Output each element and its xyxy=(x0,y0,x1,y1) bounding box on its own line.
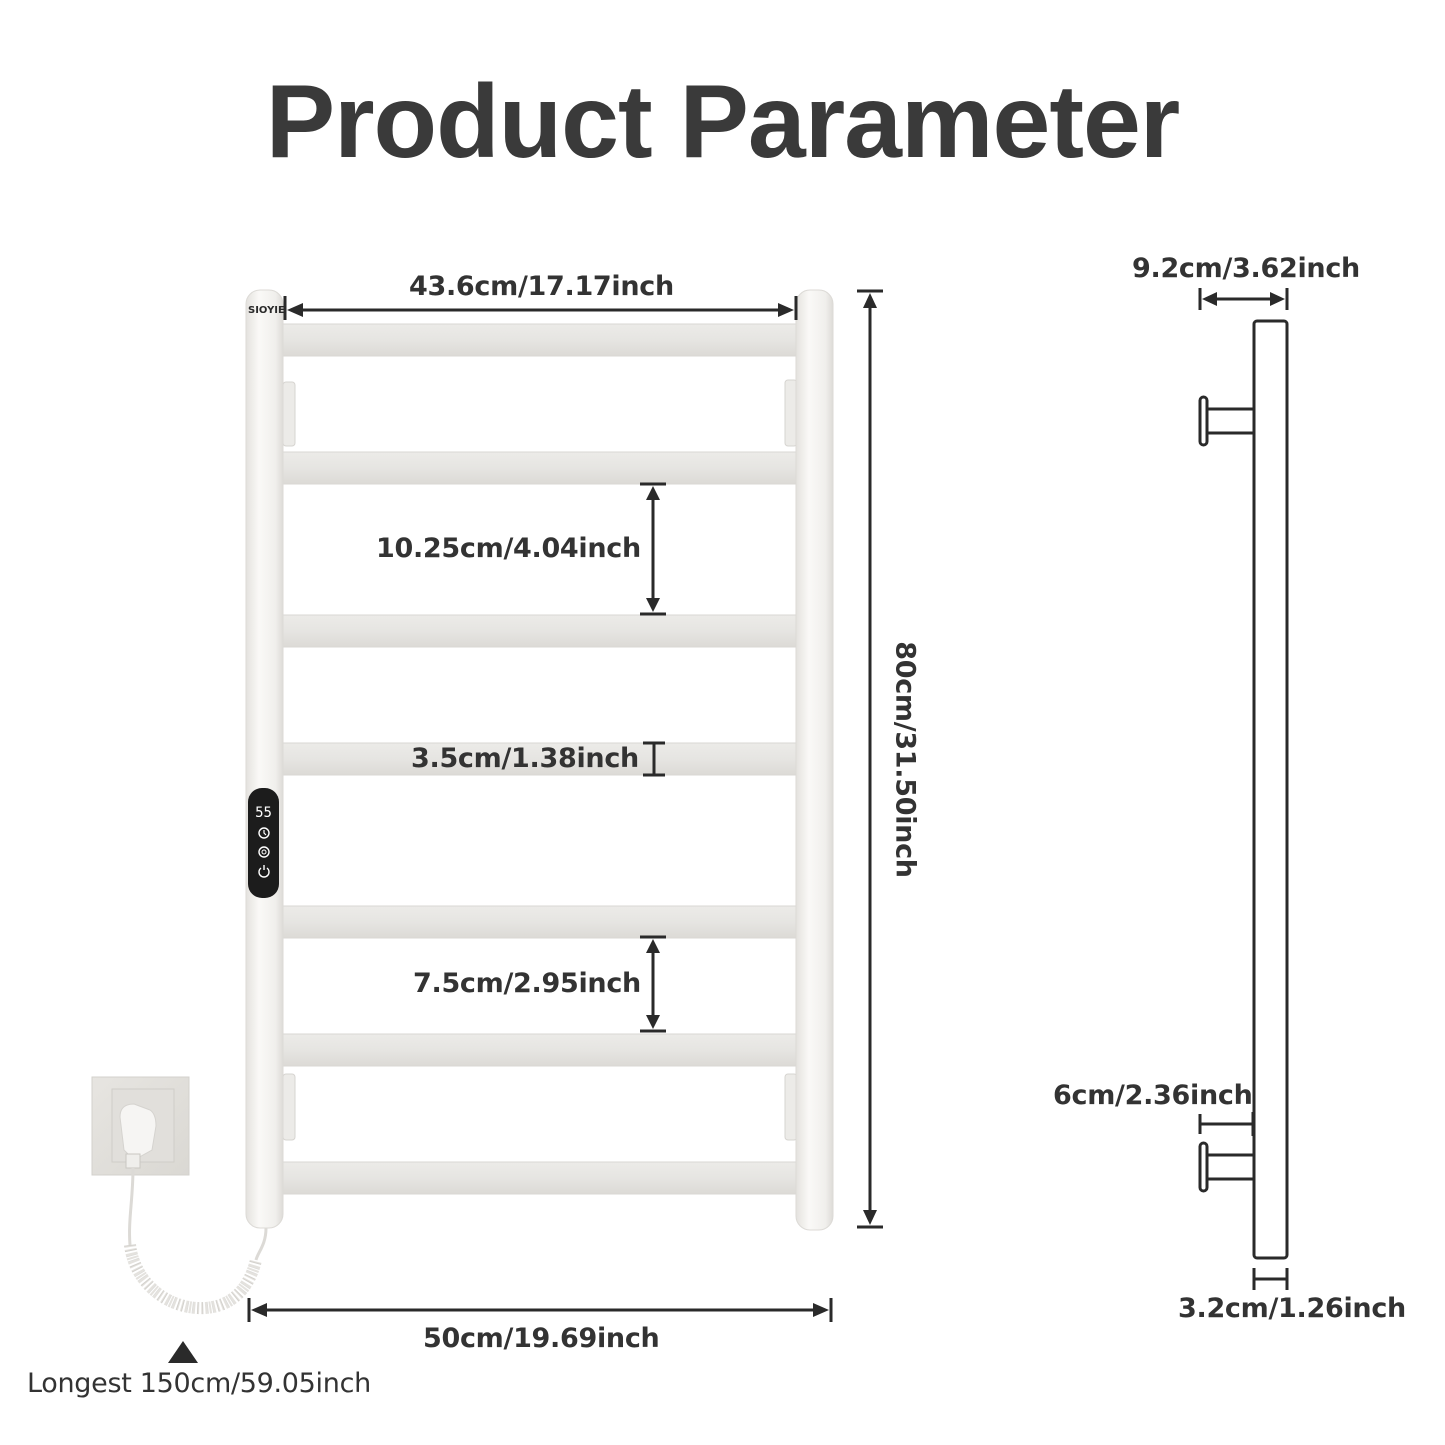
bottom-bracket-arm xyxy=(1204,1153,1256,1181)
label-bracket-offset: 6cm/2.36inch xyxy=(1053,1080,1253,1111)
label-total-width: 50cm/19.69inch xyxy=(423,1323,660,1354)
label-bar-gap-small: 7.5cm/2.95inch xyxy=(413,968,641,999)
label-bar-thickness: 3.5cm/1.38inch xyxy=(411,743,639,774)
dim-depth xyxy=(1198,288,1289,310)
label-total-height: 80cm/31.50inch xyxy=(889,641,921,878)
panel-display: 55 xyxy=(255,805,272,821)
power-icon[interactable] xyxy=(258,865,270,878)
label-cable-length: Longest 150cm/59.05inch xyxy=(27,1368,371,1399)
right-post xyxy=(795,289,834,1231)
dim-gap-small xyxy=(640,935,666,1033)
wall-socket xyxy=(91,1076,190,1176)
dim-total-width xyxy=(247,1298,833,1322)
label-inner-width: 43.6cm/17.17inch xyxy=(409,271,674,302)
dim-post-diameter xyxy=(1252,1268,1289,1290)
brand-label: SIOYIE xyxy=(248,305,285,316)
timer-icon[interactable] xyxy=(258,827,270,839)
top-bracket-arm xyxy=(1204,407,1256,435)
wall-brackets xyxy=(282,379,798,1141)
label-depth: 9.2cm/3.62inch xyxy=(1132,253,1360,284)
dim-inner-width xyxy=(283,296,798,320)
left-post xyxy=(245,289,284,1229)
dim-gap-large xyxy=(640,482,666,616)
dim-bracket-offset xyxy=(1198,1112,1255,1136)
label-post-diameter: 3.2cm/1.26inch xyxy=(1178,1293,1406,1324)
dim-total-height xyxy=(857,289,883,1229)
bottom-bracket-plate xyxy=(1198,1141,1209,1193)
mode-icon[interactable] xyxy=(258,846,270,858)
label-bar-gap-large: 10.25cm/4.04inch xyxy=(376,533,641,564)
cable-pointer-icon xyxy=(168,1341,198,1363)
side-view-diagram xyxy=(1198,319,1289,1260)
dim-bar-thickness xyxy=(643,741,665,777)
coiled-cable xyxy=(124,1167,268,1315)
control-panel: 55 xyxy=(248,788,279,898)
page-title: Product Parameter xyxy=(265,64,1181,180)
top-bracket-plate xyxy=(1198,395,1209,447)
side-post xyxy=(1252,319,1289,1260)
